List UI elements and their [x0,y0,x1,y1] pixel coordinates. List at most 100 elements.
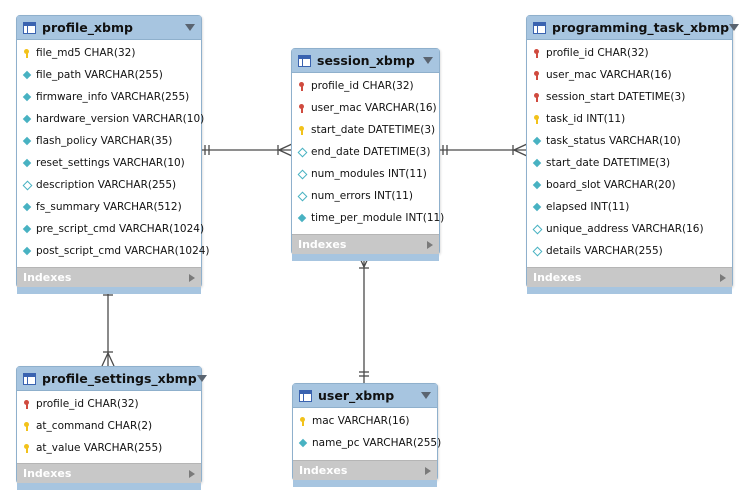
column-label: num_errors INT(11) [311,190,413,202]
foreign-key-icon [298,82,306,91]
column-row[interactable]: description VARCHAR(255) [17,174,201,196]
column-row[interactable]: hardware_version VARCHAR(10) [17,108,204,130]
column-row[interactable]: profile_id CHAR(32) [292,75,439,97]
table-profile-xbmp[interactable]: profile_xbmp file_md5 CHAR(32)file_path … [16,15,210,294]
column-row[interactable]: file_md5 CHAR(32) [17,42,201,64]
column-row[interactable]: firmware_info VARCHAR(255) [17,86,201,108]
table-icon [533,21,546,34]
table-header[interactable]: profile_xbmp [17,16,201,40]
column-row[interactable]: details VARCHAR(255) [527,240,732,262]
expand-arrow-icon[interactable] [720,273,726,282]
table-title: programming_task_xbmp [552,20,730,35]
nullable-column-icon [533,225,541,233]
table-header[interactable]: profile_settings_xbmp [17,367,207,391]
column-label: profile_id CHAR(32) [311,80,414,92]
not-null-column-icon [533,203,541,211]
not-null-column-icon [23,247,31,255]
column-row[interactable]: elapsed INT(11) [527,196,732,218]
column-row[interactable]: start_date DATETIME(3) [292,119,439,141]
column-row[interactable]: profile_id CHAR(32) [17,393,201,415]
not-null-column-icon [298,214,306,222]
table-header[interactable]: session_xbmp [292,49,439,73]
column-row[interactable]: file_path VARCHAR(255) [17,64,201,86]
column-label: start_date DATETIME(3) [311,124,436,136]
table-profile-settings-xbmp[interactable]: profile_settings_xbmp profile_id CHAR(32… [16,366,207,490]
column-row[interactable]: pre_script_cmd VARCHAR(1024) [17,218,205,240]
column-label: task_status VARCHAR(10) [546,135,681,147]
relationship-session-programming-task[interactable] [438,143,528,157]
column-row[interactable]: flash_policy VARCHAR(35) [17,130,201,152]
column-row[interactable]: task_status VARCHAR(10) [527,130,732,152]
indexes-section[interactable]: Indexes [293,460,437,487]
relationship-profile-profile-settings[interactable] [101,287,115,367]
column-row[interactable]: at_value VARCHAR(255) [17,437,201,459]
not-null-column-icon [23,115,31,123]
table-icon [298,54,311,67]
not-null-column-icon [533,137,541,145]
expand-arrow-icon[interactable] [427,240,433,249]
column-row[interactable]: start_date DATETIME(3) [527,152,732,174]
indexes-label: Indexes [23,467,72,480]
collapse-caret-icon[interactable] [423,57,433,64]
primary-key-icon [23,422,31,431]
indexes-label: Indexes [299,464,348,477]
collapse-caret-icon[interactable] [185,24,195,31]
not-null-column-icon [23,71,31,79]
foreign-key-icon [533,93,541,102]
indexes-label: Indexes [533,271,582,284]
indexes-section[interactable]: Indexes [292,234,439,261]
not-null-column-icon [299,439,307,447]
collapse-caret-icon[interactable] [421,392,431,399]
expand-arrow-icon[interactable] [189,469,195,478]
table-user-xbmp[interactable]: user_xbmp mac VARCHAR(16)name_pc VARCHAR… [292,383,441,487]
column-row[interactable]: at_command CHAR(2) [17,415,201,437]
column-row[interactable]: num_errors INT(11) [292,185,439,207]
relationship-user-session[interactable] [357,253,371,383]
table-header[interactable]: programming_task_xbmp [527,16,740,40]
table-title: session_xbmp [317,53,415,68]
column-label: unique_address VARCHAR(16) [546,223,704,235]
column-label: fs_summary VARCHAR(512) [36,201,182,213]
indexes-section[interactable]: Indexes [17,267,201,294]
table-title: profile_settings_xbmp [42,371,197,386]
column-label: pre_script_cmd VARCHAR(1024) [36,223,205,235]
not-null-column-icon [533,159,541,167]
primary-key-icon [298,126,306,135]
column-row[interactable]: post_script_cmd VARCHAR(1024) [17,240,210,262]
column-row[interactable]: task_id INT(11) [527,108,732,130]
column-row[interactable]: profile_id CHAR(32) [527,42,732,64]
column-row[interactable]: user_mac VARCHAR(16) [292,97,439,119]
column-label: post_script_cmd VARCHAR(1024) [36,245,210,257]
foreign-key-icon [298,104,306,113]
expand-arrow-icon[interactable] [189,273,195,282]
column-row[interactable]: mac VARCHAR(16) [293,410,437,432]
indexes-section[interactable]: Indexes [17,463,201,490]
column-row[interactable]: board_slot VARCHAR(20) [527,174,732,196]
column-label: profile_id CHAR(32) [546,47,649,59]
column-row[interactable]: end_date DATETIME(3) [292,141,439,163]
primary-key-icon [533,115,541,124]
column-row[interactable]: session_start DATETIME(3) [527,86,732,108]
indexes-section[interactable]: Indexes [527,267,732,294]
table-header[interactable]: user_xbmp [293,384,437,408]
table-programming-task-xbmp[interactable]: programming_task_xbmp profile_id CHAR(32… [526,15,740,294]
column-row[interactable]: reset_settings VARCHAR(10) [17,152,201,174]
column-row[interactable]: time_per_module INT(11) [292,207,444,229]
table-icon [299,389,312,402]
collapse-caret-icon[interactable] [729,24,740,31]
column-list: file_md5 CHAR(32)file_path VARCHAR(255) f… [17,40,210,262]
column-row[interactable]: num_modules INT(11) [292,163,439,185]
column-row[interactable]: user_mac VARCHAR(16) [527,64,732,86]
nullable-column-icon [23,181,31,189]
collapse-caret-icon[interactable] [196,375,207,382]
table-icon [23,21,36,34]
indexes-label: Indexes [23,271,72,284]
column-row[interactable]: fs_summary VARCHAR(512) [17,196,201,218]
relationship-profile-session[interactable] [200,143,293,157]
expand-arrow-icon[interactable] [425,466,431,475]
column-row[interactable]: name_pc VARCHAR(255) [293,432,441,454]
column-row[interactable]: unique_address VARCHAR(16) [527,218,732,240]
table-title: user_xbmp [318,388,395,403]
table-session-xbmp[interactable]: session_xbmp profile_id CHAR(32) user_mac… [291,48,444,261]
column-label: firmware_info VARCHAR(255) [36,91,190,103]
